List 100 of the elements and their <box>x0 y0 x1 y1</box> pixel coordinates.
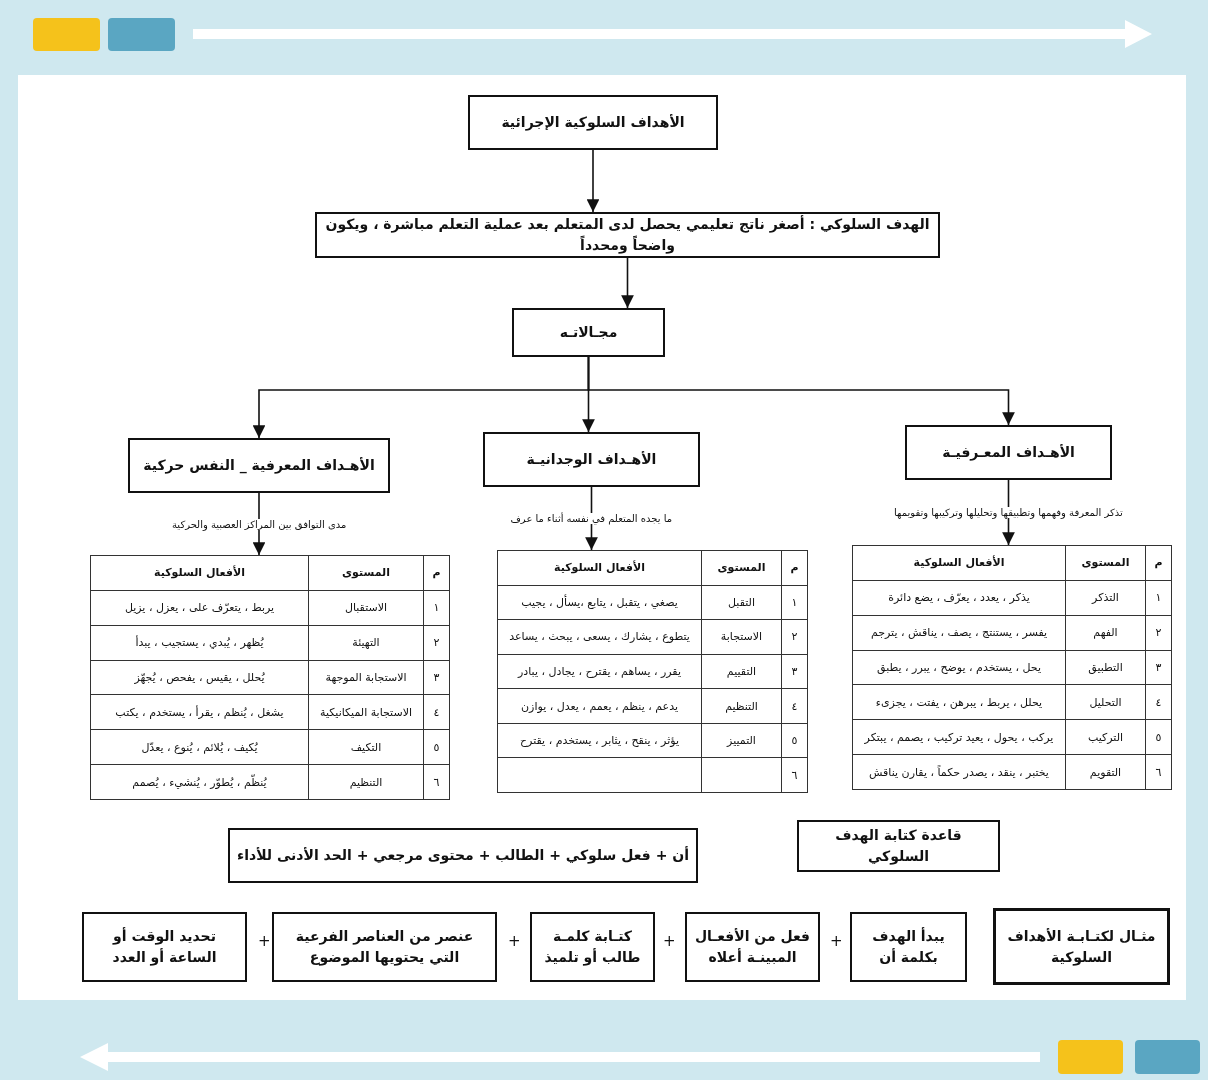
row-number: ١ <box>1145 580 1172 616</box>
level-name: التكيف <box>308 729 424 765</box>
plus-sign: + <box>663 932 676 950</box>
table <box>90 555 450 800</box>
text-box <box>468 95 718 150</box>
text-box <box>272 912 497 982</box>
column-header: المستوى <box>1065 545 1146 581</box>
column-header: الأفعال السلوكية <box>90 555 309 591</box>
edge-label: تذكر المعرفة وفهمها وتطبيقها وتحليلها وتركيبها وتقويمها <box>891 507 1126 518</box>
level-name: التنظيم <box>308 764 424 800</box>
text-box <box>797 820 1000 872</box>
level-name: التنظيم <box>701 688 782 724</box>
level-name: التطبيق <box>1065 650 1146 685</box>
plus-sign: + <box>258 932 271 950</box>
text-box <box>82 912 247 982</box>
level-name: التهيئة <box>308 625 424 661</box>
box-text: أن + فعل سلوكي + الطالب + محتوى مرجعي + الحد الأدنى للأداء <box>237 845 689 866</box>
box-text: الهدف السلوكي : أصغر ناتج تعليمي يحصل لدى المتعلم بعد عملية التعلم مباشرة ، ويكون واضحاً ومحدداً <box>324 214 931 256</box>
row-number: ٣ <box>1145 650 1172 685</box>
level-name: الفهم <box>1065 615 1146 651</box>
row-number: ٥ <box>423 729 450 765</box>
arrow <box>585 486 598 551</box>
row-number: ٢ <box>781 619 808 655</box>
box-text: فعل من الأفعـال المبينـة أعلاه <box>693 927 812 967</box>
plus-sign: + <box>508 932 521 950</box>
column-header: م <box>423 555 450 591</box>
verb-list: يذكر ، يعدد ، يعرّف ، يضع دائرة <box>852 580 1066 616</box>
level-name: التقبل <box>701 585 782 620</box>
verb-list: يحلل ، يربط ، يبرهن ، يفتت ، يجزىء <box>852 684 1066 720</box>
text-box <box>512 308 665 357</box>
box-text: يبدأ الهدف بكلمة أن <box>871 926 946 967</box>
verb-list: يشغل ، يُنظم ، يقرأ ، يستخدم ، يكتب <box>90 694 309 730</box>
verb-list: يتطوع ، يشارك ، يسعى ، يبحث ، يساعد <box>497 619 702 655</box>
level-name: التذكر <box>1065 580 1146 616</box>
box-text: مجـالاتـه <box>559 323 618 342</box>
level-name: الاستجابة الميكانيكية <box>308 694 424 730</box>
verb-list: يربط ، يتعرّف على ، يعزل ، يزيل <box>90 590 309 626</box>
level-name: التحليل <box>1065 684 1146 720</box>
column-header: الأفعال السلوكية <box>497 550 702 586</box>
column-header: المستوى <box>701 550 782 586</box>
box-text: تحديد الوقت أو الساعة أو العدد <box>111 926 218 968</box>
arrow <box>621 257 634 309</box>
row-number: ٥ <box>781 723 808 758</box>
text-box <box>483 432 700 487</box>
table <box>497 550 808 793</box>
verb-list: يُنظّم ، يُطوّر ، يُنشيء ، يُصمم <box>90 764 309 800</box>
arrow <box>252 492 266 556</box>
verb-list: يقرر ، يساهم ، يقترح ، يجادل ، يبادر <box>497 654 702 689</box>
text-box <box>905 425 1112 480</box>
row-number: ٦ <box>423 764 450 800</box>
arrow <box>252 356 590 439</box>
box-text: عنصر من العناصر الفرعية التي يحتويها الموضوع <box>294 927 475 968</box>
column-header: م <box>1145 545 1172 581</box>
plus-sign: + <box>830 932 843 950</box>
box-text: الأهـداف المعـرفيـة <box>942 443 1075 463</box>
column-header: المستوى <box>308 555 424 591</box>
row-number: ٤ <box>423 694 450 730</box>
verb-list: يؤثر ، ينقح ، يثابر ، يستخدم ، يقترح <box>497 723 702 758</box>
box-text: الأهـداف الوجدانيـة <box>526 450 657 470</box>
row-number: ١ <box>423 590 450 626</box>
row-number: ٤ <box>781 688 808 724</box>
row-number: ٤ <box>1145 684 1172 720</box>
text-box <box>850 912 967 982</box>
verb-list: يُحلل ، يقيس ، يفحص ، يُجهّز <box>90 660 309 695</box>
verb-list: يختبر ، ينقد ، يصدر حكماً ، يقارن يناقش <box>852 754 1066 790</box>
verb-list: يُكيف ، يُلائم ، يُنوع ، يعدّل <box>90 729 309 765</box>
level-name: التمييز <box>701 723 782 758</box>
verb-list: يدعم ، ينظم ، يعمم ، يعدل ، يوازن <box>497 688 702 724</box>
verb-list: يفسر ، يستنتج ، يصف ، يناقش ، يترجم <box>852 615 1066 651</box>
text-box <box>228 828 698 883</box>
level-name: التركيب <box>1065 719 1146 755</box>
box-text: الأهداف السلوكية الإجرائية <box>501 113 685 133</box>
level-name: التقييم <box>701 654 782 689</box>
column-header: م <box>781 550 808 586</box>
box-text: كتـابة كلمـة طالب أو تلميذ <box>543 927 642 968</box>
row-number: ٦ <box>1145 754 1172 790</box>
box-text: الأهـداف المعرفية _ النفس حركية <box>143 456 375 476</box>
level-name: الاستجابة الموجهة <box>308 660 424 695</box>
level-name: الاستجابة <box>701 619 782 655</box>
row-number: ٥ <box>1145 719 1172 755</box>
row-number: ١ <box>781 585 808 620</box>
box-text: مثـال لكتـابـة الأهداف السلوكية <box>1006 926 1157 968</box>
table <box>852 545 1172 790</box>
verb-list: يصغي ، يتقبل ، يتابع ،يسأل ، يجيب <box>497 585 702 620</box>
verb-list: يحل ، يستخدم ، يوضح ، يبرر ، يطبق <box>852 650 1066 685</box>
level-name: التقويم <box>1065 754 1146 790</box>
text-box <box>685 912 820 982</box>
level-name: الاستقبال <box>308 590 424 626</box>
column-header: الأفعال السلوكية <box>852 545 1066 581</box>
row-number: ٢ <box>1145 615 1172 651</box>
box-text: قاعدة كتابة الهدف السلوكي <box>834 826 963 867</box>
row-number: ٣ <box>781 654 808 689</box>
verb-list: يُظهر ، يُبدي ، يستجيب ، يبدأ <box>90 625 309 661</box>
text-box <box>993 908 1170 985</box>
row-number: ٦ <box>781 757 808 793</box>
arrow <box>586 149 600 213</box>
text-box <box>128 438 390 493</box>
row-number: ٢ <box>423 625 450 661</box>
text-box <box>530 912 655 982</box>
row-number: ٣ <box>423 660 450 695</box>
